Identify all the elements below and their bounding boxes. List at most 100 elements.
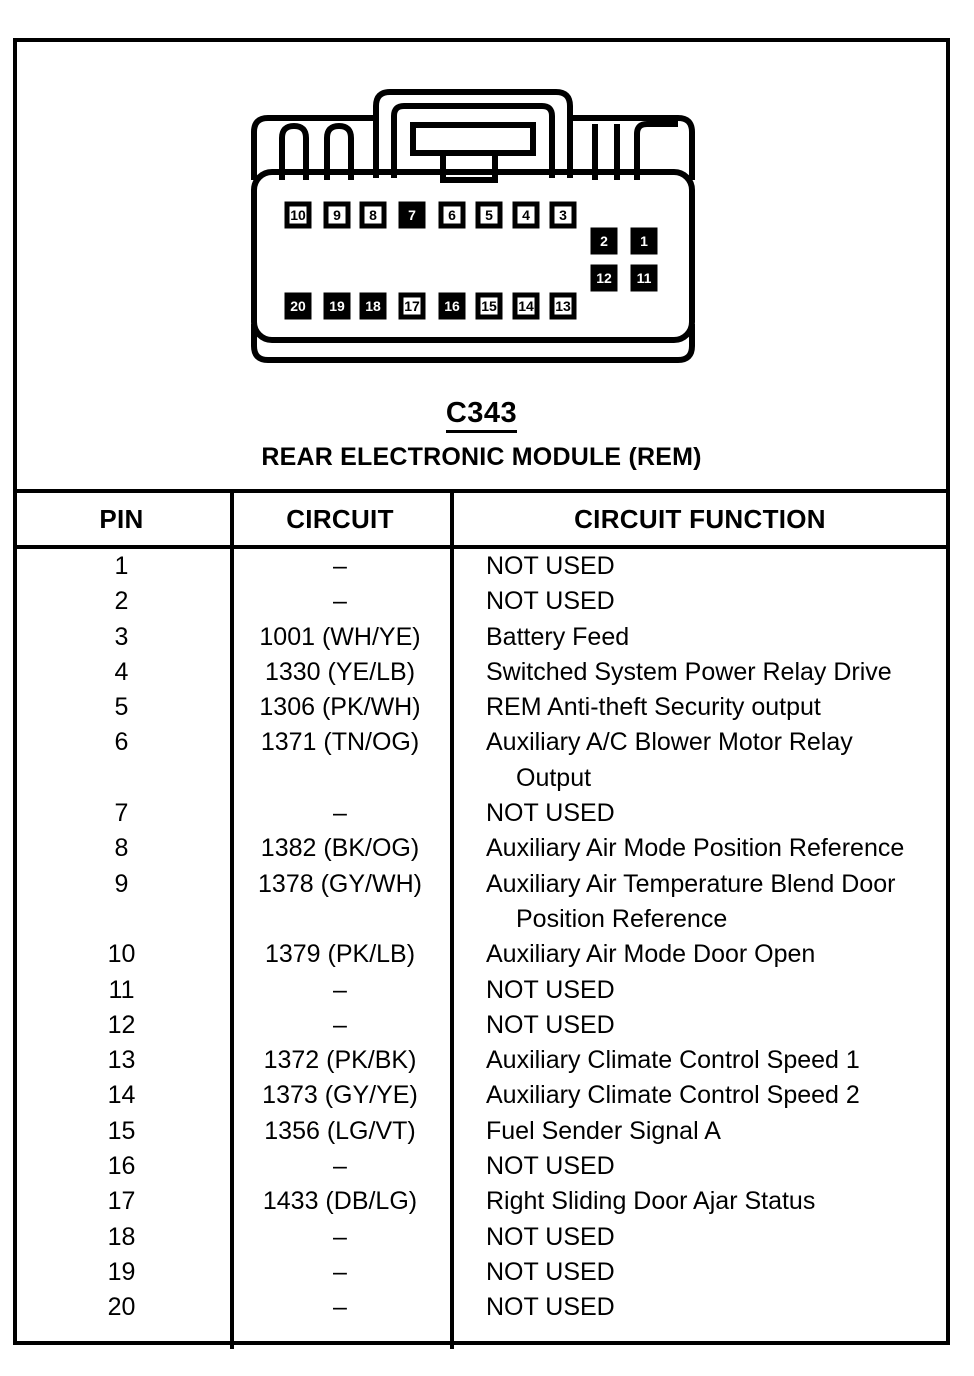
cell-pin: 7 — [114, 799, 129, 828]
pin-label-9: 9 — [333, 207, 341, 223]
pin-label-20: 20 — [290, 298, 306, 314]
shoulder-right-slot-3 — [634, 121, 678, 180]
connector-illustration: 10 9 8 7 6 5 4 3 2 1 12 — [251, 89, 695, 363]
cell-circuit: – — [333, 799, 347, 828]
cell-circuit-function-continued: Position Reference — [516, 904, 728, 933]
cell-pin: 14 — [107, 1081, 136, 1110]
table-row: 19–NOT USED — [13, 1255, 950, 1290]
pin-label-8: 8 — [369, 207, 377, 223]
pin-label-2: 2 — [600, 233, 608, 249]
connector-body — [251, 169, 695, 343]
cell-circuit-function: Right Sliding Door Ajar Status — [486, 1187, 816, 1216]
pin-box-4 — [512, 201, 540, 229]
pin-box-19 — [323, 292, 351, 320]
table-column-divider-2 — [450, 493, 454, 1349]
shoulder-right-outline — [570, 115, 695, 180]
cell-circuit: 1001 (WH/YE) — [259, 622, 421, 651]
latch-outer-shell — [373, 89, 573, 178]
cell-circuit: 1330 (YE/LB) — [264, 657, 416, 686]
cell-circuit: 1371 (TN/OG) — [260, 728, 420, 757]
pin-box-2 — [590, 227, 618, 255]
cell-circuit: 1372 (PK/BK) — [263, 1046, 417, 1075]
pin-box-11 — [630, 264, 658, 292]
pin-box-10 — [284, 201, 312, 229]
cell-circuit-function: Auxiliary A/C Blower Motor Relay — [486, 728, 853, 757]
cell-pin: 13 — [107, 1046, 136, 1075]
pin-label-4: 4 — [522, 207, 530, 223]
cell-pin: 20 — [107, 1293, 136, 1322]
pin-box-16 — [438, 292, 466, 320]
connector-caption: C343 REAR ELECTRONIC MODULE (REM) — [13, 397, 950, 472]
pin-row-top: 10 9 8 7 6 5 4 3 — [284, 201, 577, 229]
connector-name: REAR ELECTRONIC MODULE (REM) — [261, 443, 702, 472]
pin-box-8 — [359, 201, 387, 229]
pin-label-15: 15 — [481, 298, 497, 314]
table-row: 11–NOT USED — [13, 973, 950, 1008]
table-row: 18–NOT USED — [13, 1220, 950, 1255]
table-row: 14 1373 (GY/YE) Auxiliary Climate Control … — [13, 1078, 950, 1113]
cell-pin: 4 — [114, 657, 129, 686]
cell-circuit: – — [333, 1293, 347, 1322]
pin-label-12: 12 — [596, 270, 612, 286]
cell-circuit-function: NOT USED — [486, 975, 615, 1004]
pin-label-10: 10 — [290, 207, 306, 223]
pin-label-6: 6 — [448, 207, 456, 223]
pin-group-right-lower: 12 11 — [590, 264, 658, 292]
table-row: 1 – NOT USED — [13, 549, 950, 584]
cell-circuit: 1373 (GY/YE) — [262, 1081, 418, 1110]
cell-circuit: – — [333, 1010, 347, 1039]
cell-circuit: – — [333, 1152, 347, 1181]
pin-label-19: 19 — [329, 298, 345, 314]
cell-circuit-function: Switched System Power Relay Drive — [486, 657, 892, 686]
cell-circuit: – — [333, 587, 347, 616]
pin-box-5 — [475, 201, 503, 229]
pin-label-5: 5 — [485, 207, 493, 223]
table-row-continuation: Output — [13, 761, 950, 796]
table-row: 16–NOT USED — [13, 1149, 950, 1184]
pin-label-7: 7 — [408, 207, 416, 223]
cell-circuit: 1379 (PK/LB) — [264, 940, 416, 969]
pin-box-20 — [284, 292, 312, 320]
pin-label-1: 1 — [640, 233, 648, 249]
latch-center-tab — [440, 153, 498, 183]
table-row: 4 1330 (YE/LB) Switched System Power Relay… — [13, 655, 950, 690]
connector-bottom-lip — [251, 324, 695, 363]
shoulder-left-slot-2 — [324, 122, 354, 180]
cell-pin: 9 — [114, 869, 129, 898]
cell-circuit-function: Auxiliary Air Mode Door Open — [486, 940, 816, 969]
pin-label-3: 3 — [559, 207, 567, 223]
cell-circuit-function: NOT USED — [486, 1152, 615, 1181]
pin-box-12 — [590, 264, 618, 292]
shoulder-left-outline — [251, 115, 376, 180]
cell-circuit-function: Auxiliary Air Mode Position Reference — [486, 834, 905, 863]
cell-circuit-function: Auxiliary Climate Control Speed 2 — [486, 1081, 860, 1110]
pin-label-14: 14 — [518, 298, 534, 314]
pin-label-17: 17 — [404, 298, 420, 314]
pin-label-13: 13 — [555, 298, 571, 314]
cell-circuit-function: NOT USED — [486, 552, 615, 580]
connector-diagram: 10 9 8 7 6 5 4 3 2 1 12 — [243, 68, 703, 368]
pin-box-18 — [359, 292, 387, 320]
cell-pin: 15 — [107, 1116, 136, 1145]
cell-pin: 1 — [114, 552, 129, 580]
cell-circuit-function: Battery Feed — [486, 622, 630, 651]
cell-circuit-function: REM Anti-theft Security output — [486, 693, 821, 722]
pin-label-11: 11 — [637, 270, 652, 286]
cell-circuit-function: NOT USED — [486, 1257, 615, 1286]
column-header-circuit: CIRCUIT — [286, 504, 394, 534]
table-row: 20–NOT USED — [13, 1290, 950, 1325]
table-header-row: PIN CIRCUIT CIRCUIT FUNCTION — [13, 493, 950, 549]
pin-box-7 — [398, 201, 426, 229]
cell-circuit: – — [333, 975, 347, 1004]
pin-box-17 — [398, 292, 426, 320]
shoulder-left-slot-1 — [279, 122, 309, 180]
table-column-divider-1 — [230, 493, 234, 1349]
cell-circuit: – — [333, 552, 347, 580]
